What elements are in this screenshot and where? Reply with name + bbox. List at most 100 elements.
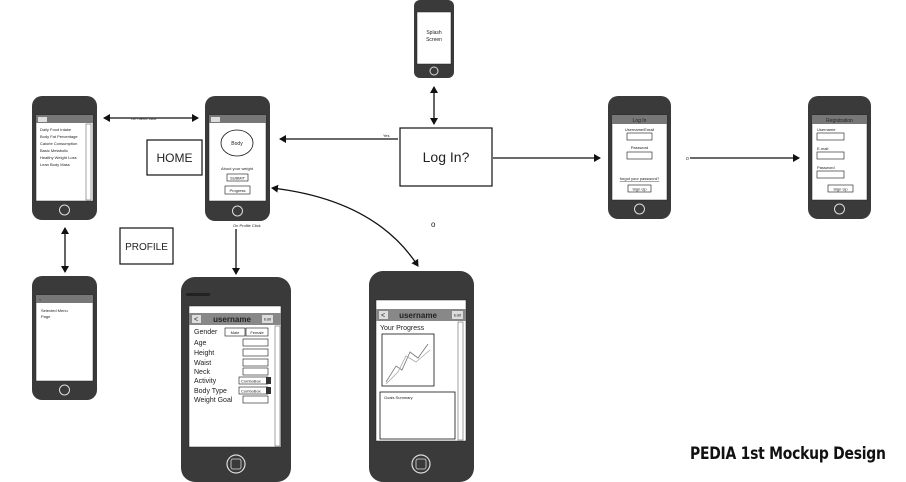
home-about-text: About your weight	[221, 166, 254, 171]
registration-username-input[interactable]	[816, 132, 845, 141]
chevron-down-icon[interactable]	[266, 387, 271, 394]
selected-home-button[interactable]	[59, 384, 70, 396]
splash-line2: Screen	[426, 37, 442, 43]
profile-gender-male[interactable]	[224, 327, 246, 337]
profile-scrollbar[interactable]	[274, 325, 281, 447]
home-body-label: Body	[231, 141, 243, 147]
home-box: HOME	[146, 139, 203, 176]
profile-bodytype-value: ComboBox	[241, 389, 261, 394]
connectors	[61, 86, 800, 275]
stray-o-mark: o	[431, 220, 436, 229]
home-hardware-button[interactable]	[232, 205, 243, 217]
menu-home-button[interactable]	[59, 204, 70, 216]
progress-scrollbar[interactable]	[457, 321, 464, 441]
phone-profile: < username Edit Gender Male Female Age H…	[181, 277, 291, 482]
login-username-label: Username/Email	[625, 127, 655, 132]
registration-username-label: Username	[817, 127, 836, 132]
profile-back-icon: <	[194, 317, 198, 324]
login-password-label: Password	[631, 145, 649, 150]
login-signup-label: Sign Up	[632, 187, 647, 192]
profile-neck-input[interactable]	[242, 367, 269, 376]
profile-box: PROFILE	[119, 227, 174, 265]
progress-summary-label: Goals Summary	[384, 395, 413, 400]
registration-email-input[interactable]	[816, 151, 845, 160]
phone-menu: Daily Food Intake Body Fat Percentage Ca…	[32, 96, 97, 220]
profile-field-height: Height	[194, 350, 214, 357]
profile-field-waist: Waist	[194, 360, 211, 367]
home-body-circle	[220, 129, 254, 157]
registration-title: Registration	[826, 118, 853, 124]
progress-edit-label: Edit	[454, 313, 462, 318]
home-menu-button[interactable]	[211, 117, 220, 122]
registration-home-button[interactable]	[834, 203, 845, 215]
profile-field-bodytype: Body Type	[194, 388, 227, 395]
menu-back-button[interactable]	[38, 117, 47, 122]
registration-signup-button[interactable]	[827, 184, 854, 193]
login-username-input[interactable]	[626, 132, 653, 141]
progress-summary-box	[379, 391, 456, 440]
profile-weightgoal-input[interactable]	[242, 395, 269, 404]
menu-item[interactable]: Healthy Weight Loss	[40, 155, 77, 160]
profile-age-input[interactable]	[242, 338, 269, 347]
menu-item[interactable]: Basic Metabolic	[40, 148, 68, 153]
registration-email-label: E-mail	[817, 146, 828, 151]
menu-item[interactable]: Calorie Consumption	[40, 141, 77, 146]
login-decision-box: Log In?	[399, 127, 493, 187]
menu-item[interactable]: Body Fat Percentage	[40, 134, 78, 139]
profile-home-button[interactable]	[226, 454, 246, 474]
selected-back-icon[interactable]: <	[39, 297, 42, 302]
menu-scrollbar[interactable]	[85, 123, 92, 201]
home-submit-button[interactable]	[226, 173, 249, 182]
progress-home-button[interactable]	[411, 454, 431, 474]
diagram-credit: PEDIA 1st Mockup Design	[690, 444, 886, 464]
menu-item[interactable]: Lean Body Mass	[40, 162, 70, 167]
profile-height-input[interactable]	[242, 348, 269, 357]
home-progress-button[interactable]	[224, 185, 251, 195]
login-signup-button[interactable]	[627, 184, 652, 193]
home-box-label: HOME	[157, 151, 193, 165]
login-forgot-link[interactable]: forgot your password?	[620, 176, 660, 181]
phone-login: Log In Username/Email Password forgot yo…	[608, 96, 671, 219]
selected-sub: Page	[41, 314, 51, 319]
profile-activity-value: ComboBox	[241, 379, 261, 384]
progress-edit-button[interactable]	[452, 311, 463, 319]
home-square-icon	[415, 458, 427, 470]
arrow-home-progress	[271, 184, 419, 267]
chevron-down-icon[interactable]	[266, 377, 271, 384]
phone-selected-menu: < Selected Menu Page	[32, 276, 97, 400]
selected-title: Selected Menu	[41, 308, 68, 313]
splash-line1: Splash	[426, 30, 442, 36]
edge-label-menu: On menu click	[131, 116, 156, 121]
profile-female-label: Female	[250, 330, 264, 335]
menu-item[interactable]: Daily Food Intake	[40, 127, 72, 132]
registration-password-label: Password	[817, 165, 835, 170]
progress-title: Your Progress	[380, 325, 425, 332]
profile-field-activity: Activity	[194, 378, 217, 385]
profile-edit-button[interactable]	[262, 315, 273, 323]
login-password-input[interactable]	[626, 151, 653, 160]
profile-gender-female[interactable]	[245, 327, 269, 337]
registration-signup-label: Sign Up	[833, 187, 848, 192]
home-square-icon	[230, 458, 242, 470]
progress-back-icon: <	[381, 313, 385, 320]
profile-box-label: PROFILE	[125, 242, 168, 253]
edge-label-profile: On Profile Click	[233, 223, 261, 228]
profile-back-button[interactable]	[192, 315, 201, 323]
registration-password-input[interactable]	[816, 170, 845, 179]
phone-registration: Registration Username E-mail Password Si…	[808, 96, 871, 219]
home-submit-label: SUBMIT	[230, 176, 246, 181]
login-home-button[interactable]	[634, 203, 645, 215]
phone-home: Body About your weight SUBMIT Progress	[205, 96, 270, 221]
phone-progress: < username Edit Your Progress Goals Summ…	[369, 271, 474, 482]
profile-field-gender: Gender	[194, 329, 218, 336]
home-progress-label: Progress	[229, 188, 245, 193]
progress-header-username: username	[399, 311, 437, 320]
phone-splash: Splash Screen	[414, 0, 454, 78]
profile-waist-input[interactable]	[242, 358, 269, 367]
profile-edit-label: Edit	[264, 317, 272, 322]
edge-dot-loginscreen: o	[686, 156, 689, 162]
profile-male-label: Male	[231, 330, 240, 335]
profile-field-age: Age	[194, 340, 207, 347]
progress-back-button[interactable]	[379, 311, 388, 319]
